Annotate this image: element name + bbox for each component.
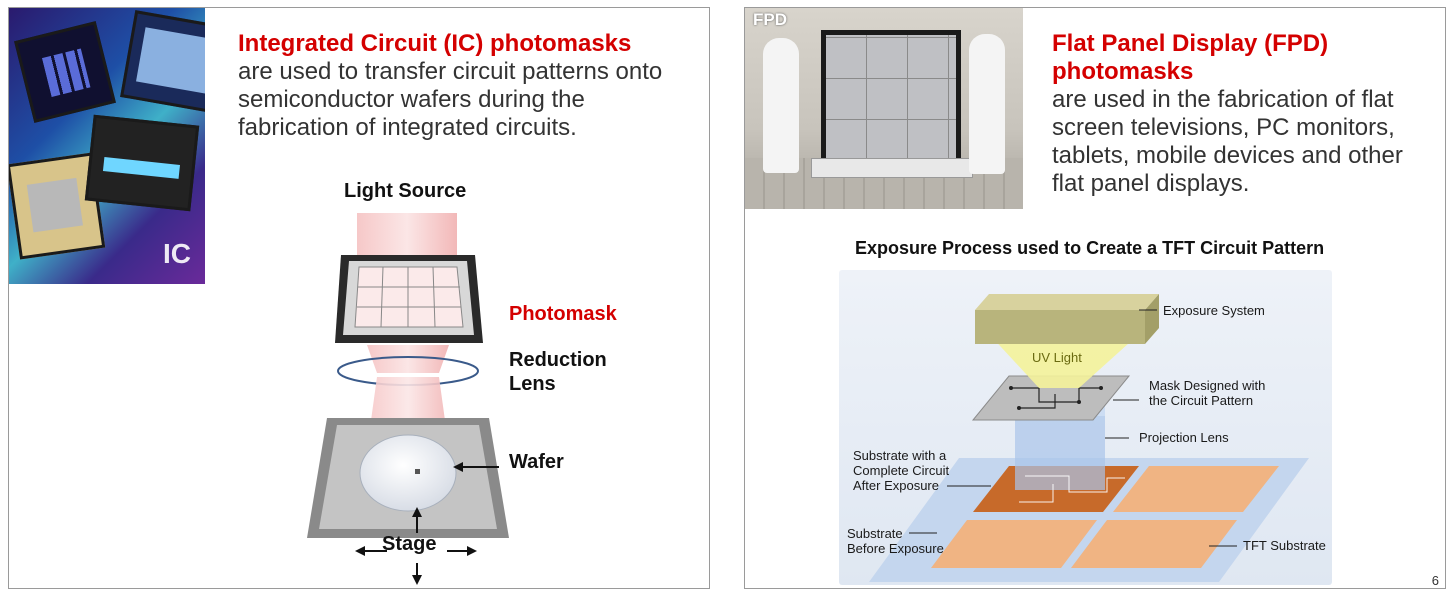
- tft-exposure-diagram: Exposure System UV Light Mask Designed w…: [839, 270, 1332, 585]
- mask-label: Mask Designed with the Circuit Pattern: [1149, 378, 1266, 408]
- photomask-label: Photomask: [509, 303, 617, 325]
- substrate-tile: [1113, 466, 1279, 512]
- photomask-plate: [84, 114, 200, 212]
- photomask-pattern: [354, 266, 464, 328]
- uv-light-arrow: [989, 334, 1139, 388]
- slide-fpd-photomasks: FPD Flat Panel Display (FPD) photomasks …: [744, 7, 1446, 589]
- fpd-mask-frame: [821, 30, 961, 165]
- slide-ic-photomasks: IC Integrated Circuit (IC) photomasks ar…: [8, 7, 710, 589]
- exposure-system-top: [975, 294, 1159, 310]
- fpd-description: Flat Panel Display (FPD) photomasks are …: [1052, 30, 1432, 198]
- light-beam-top: [357, 213, 457, 263]
- uv-light-label: UV Light: [1032, 350, 1082, 365]
- tft-diagram-title: Exposure Process used to Create a TFT Ci…: [855, 238, 1325, 258]
- reduction-lens-label: Reduction Lens: [509, 349, 607, 395]
- wafer-label: Wafer: [509, 451, 564, 473]
- substrate-tile: [931, 520, 1097, 568]
- substrate-tile: [1071, 520, 1237, 568]
- page-number: 6: [1431, 573, 1439, 588]
- tft-substrate-label: TFT Substrate: [1243, 538, 1326, 553]
- ic-photomask-photo: IC: [9, 8, 205, 284]
- ic-badge: IC: [163, 238, 191, 269]
- complete-substrate-label: Substrate with a Complete Circuit After …: [853, 448, 950, 493]
- photomask-plate: [120, 10, 205, 114]
- projection-lens-label: Projection Lens: [1139, 430, 1229, 445]
- light-source-label: Light Source: [344, 180, 467, 202]
- cleanroom-worker: [969, 34, 1005, 174]
- exposure-system-front: [975, 310, 1145, 344]
- fpd-photomask-photo: FPD: [745, 8, 1023, 209]
- fpd-heading: Flat Panel Display (FPD) photomasks: [1052, 30, 1329, 85]
- cleanroom-worker: [763, 38, 799, 173]
- exposure-system-side: [1145, 294, 1159, 344]
- wafer: [359, 434, 457, 512]
- fpd-badge: FPD: [753, 10, 787, 29]
- before-substrate-label: Substrate Before Exposure: [847, 526, 944, 556]
- ic-description: Integrated Circuit (IC) photomasks are u…: [238, 30, 698, 142]
- stage-label: Stage: [382, 533, 437, 555]
- fpd-body-text: are used in the fabrication of flat scre…: [1052, 86, 1403, 197]
- wafer-die: [415, 469, 420, 474]
- light-beam-middle: [367, 345, 449, 373]
- exposure-system-label: Exposure System: [1163, 303, 1265, 318]
- projection-lens-body: [1015, 416, 1105, 490]
- photomask-plate: [14, 21, 116, 123]
- ic-heading: Integrated Circuit (IC) photomasks: [238, 30, 632, 57]
- ic-lithography-diagram: [307, 213, 509, 585]
- ic-body-text: are used to transfer circuit patterns on…: [238, 58, 663, 141]
